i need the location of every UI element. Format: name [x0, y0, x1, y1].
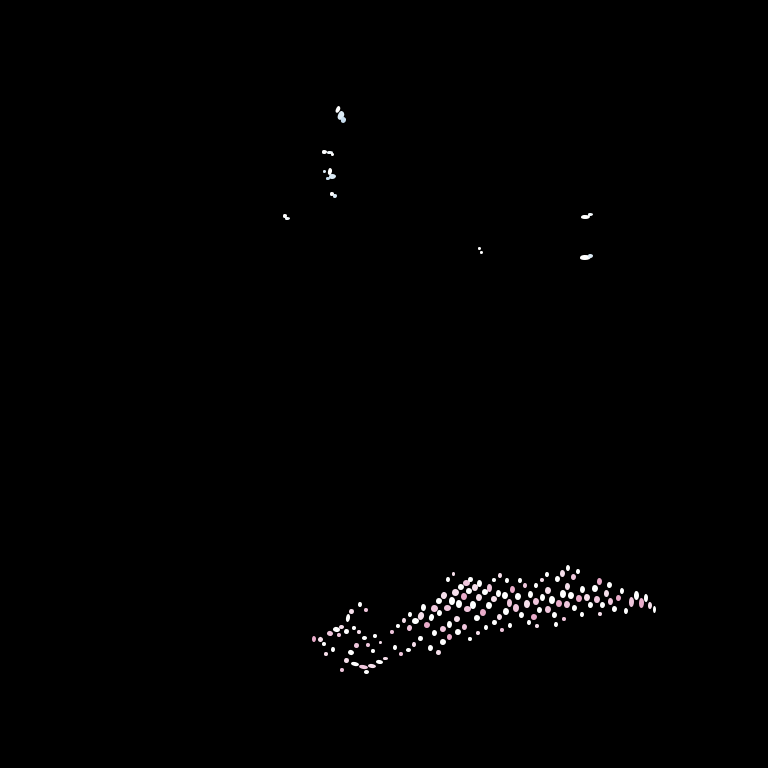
image-description: A mostly black frame. A diagonal band of…	[0, 0, 768, 768]
image-canvas: A mostly black frame. A diagonal band of…	[0, 0, 768, 768]
